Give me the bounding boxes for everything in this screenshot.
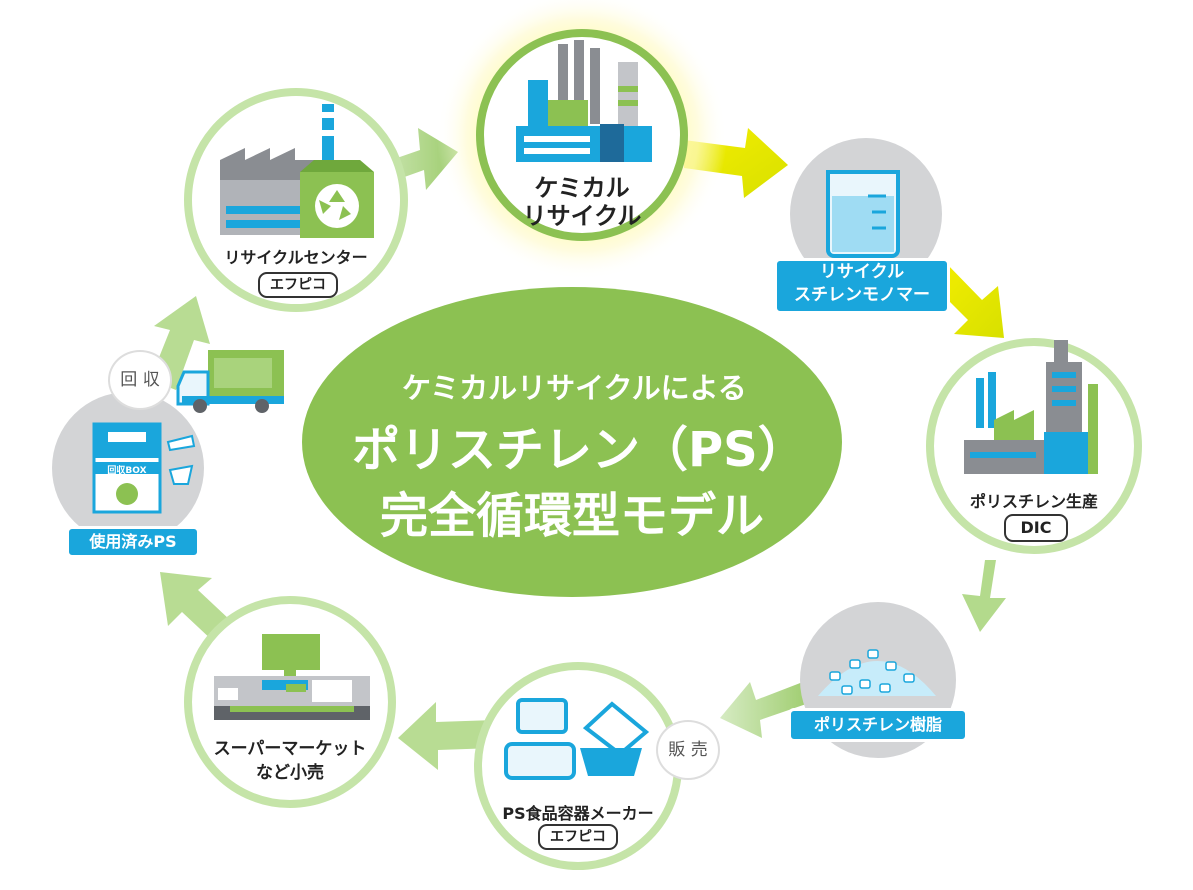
recycle-center-label: リサイクルセンター: [224, 248, 368, 267]
center-ellipse: [302, 287, 842, 597]
styrene-monomer-label-1: リサイクル: [819, 262, 905, 282]
node-used-ps: [52, 392, 204, 544]
styrene-monomer-label-2: スチレンモノマー: [794, 285, 930, 305]
arrow-monomer-to-production: [932, 262, 1004, 338]
factory-icon: [516, 40, 652, 162]
sales-badge: 販 売: [656, 720, 720, 780]
resin-pellets-icon: [818, 649, 936, 696]
supermarket-label-2: など小売: [256, 763, 324, 783]
arrow-supermarket-to-used: [160, 572, 230, 642]
recycle-icon: [315, 184, 359, 228]
node-styrene-monomer: [790, 138, 942, 290]
chemical-recycling-label-1: ケミカル: [534, 174, 630, 202]
ps-resin-tag: ポリスチレン樹脂: [788, 708, 968, 742]
node-ps-production: [926, 338, 1142, 554]
node-supermarket: [184, 596, 396, 808]
ps-production-company: DIC: [1004, 514, 1068, 542]
center-title-line2: ポリスチレン（PS）: [352, 422, 806, 478]
arrow-production-to-resin: [962, 560, 1006, 632]
ps-container-label: PS食品容器メーカー: [502, 804, 654, 823]
beaker-icon: [826, 170, 900, 258]
arrow-resin-to-container: [720, 680, 812, 738]
center-title-line3: 完全循環型モデル: [379, 488, 764, 544]
center-title-line1: ケミカルリサイクルによる: [402, 371, 747, 405]
store-icon: [214, 634, 370, 720]
ps-production-label: ポリスチレン生産: [969, 492, 1098, 511]
recycle-box-icon: [92, 422, 196, 514]
used-ps-tag: 使用済みPS: [66, 526, 200, 558]
truck-icon: [176, 350, 284, 413]
supermarket-label-1: スーパーマーケット: [213, 739, 367, 759]
ps-container-company: エフピコ: [538, 824, 618, 850]
food-container-icon: [504, 698, 650, 780]
recycle-center-company: エフピコ: [258, 272, 338, 298]
node-chemical-recycling: [437, 0, 727, 280]
styrene-monomer-tag: リサイクル スチレンモノマー: [774, 258, 950, 314]
arrow-container-to-supermarket: [398, 702, 495, 770]
chemical-recycling-label-2: リサイクル: [522, 202, 642, 230]
used-ps-box-label: 回収BOX: [107, 466, 147, 476]
node-recycle-center: [184, 88, 408, 312]
collection-badge: 回 収: [108, 350, 172, 410]
factory-icon: [964, 340, 1098, 474]
